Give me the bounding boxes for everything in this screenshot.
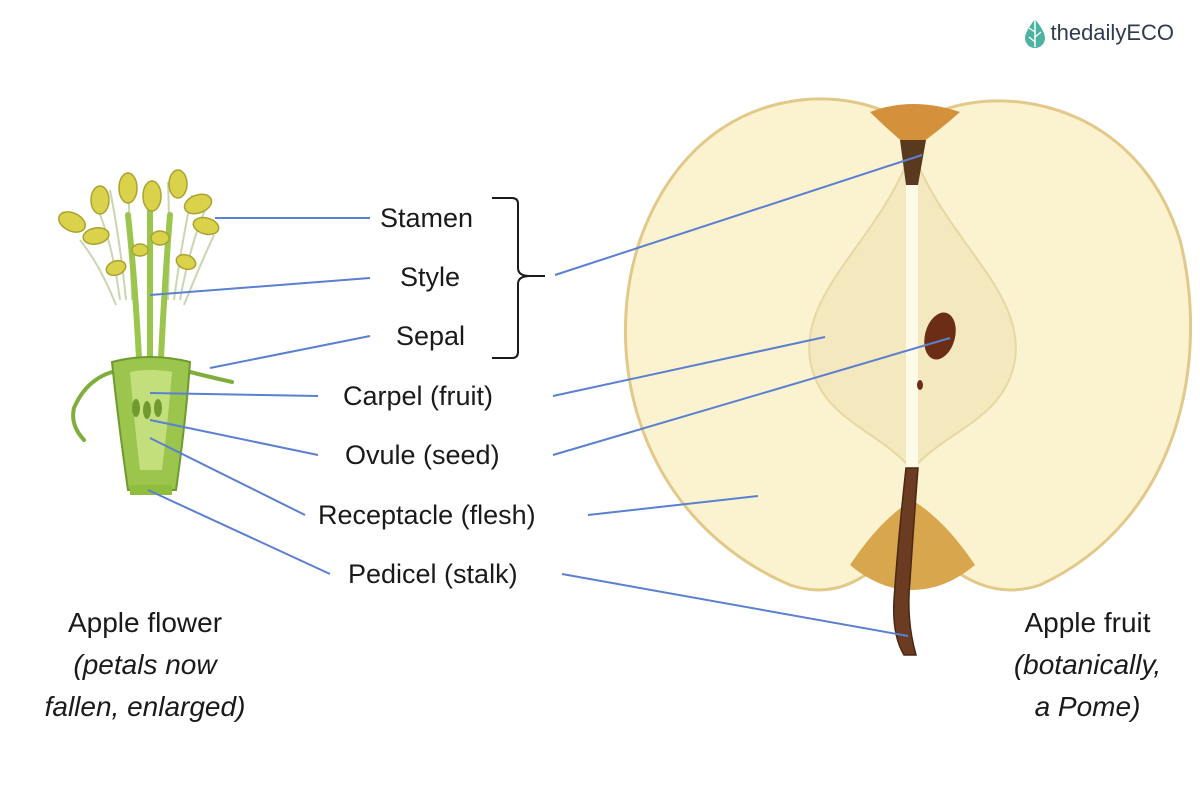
leader-line-ovule-fruit	[552, 337, 951, 456]
fruit-caption: Apple fruit (botanically, a Pome)	[990, 602, 1185, 728]
fruit-caption-note-2: a Pome)	[1034, 691, 1141, 722]
leader-line-sepal	[209, 335, 371, 369]
apple-fruit-illustration	[623, 97, 1193, 656]
label-sepal: Sepal	[396, 321, 466, 351]
flower-caption-note-2: fallen, enlarged)	[44, 691, 246, 722]
label-bracket	[492, 197, 545, 359]
leader-line-receptacle	[149, 437, 306, 516]
leader-line-calyx	[554, 154, 923, 276]
brand-name: thedailyECO	[1050, 20, 1174, 45]
leader-line-pedicel-fruit	[561, 573, 909, 637]
leaf-drop-icon	[1025, 18, 1046, 48]
brand-logo[interactable]: thedailyECO	[1024, 18, 1174, 48]
leader-line-receptacle-fruit	[587, 495, 759, 516]
label-pedicel: Pedicel (stalk)	[348, 559, 518, 589]
flower-caption: Apple flower (petals now fallen, enlarge…	[20, 602, 270, 728]
label-stamen: Stamen	[380, 203, 474, 233]
label-receptacle: Receptacle (flesh)	[318, 500, 536, 530]
apple-flower-illustration	[58, 169, 234, 495]
flower-caption-note-1: (petals now	[73, 649, 217, 680]
label-carpel: Carpel (fruit)	[343, 381, 494, 411]
label-ovule: Ovule (seed)	[345, 440, 500, 470]
leader-line-ovule	[149, 419, 319, 456]
label-style: Style	[400, 262, 461, 292]
leader-lines	[147, 154, 951, 637]
leader-line-style	[149, 277, 371, 296]
leader-line-carpel-fruit	[552, 336, 826, 397]
fruit-caption-note-1: (botanically,	[1013, 649, 1162, 680]
fruit-caption-title: Apple fruit	[1024, 607, 1151, 638]
leader-line-pedicel	[147, 489, 331, 575]
flower-caption-title: Apple flower	[67, 607, 223, 638]
leader-line-carpel	[149, 392, 319, 397]
